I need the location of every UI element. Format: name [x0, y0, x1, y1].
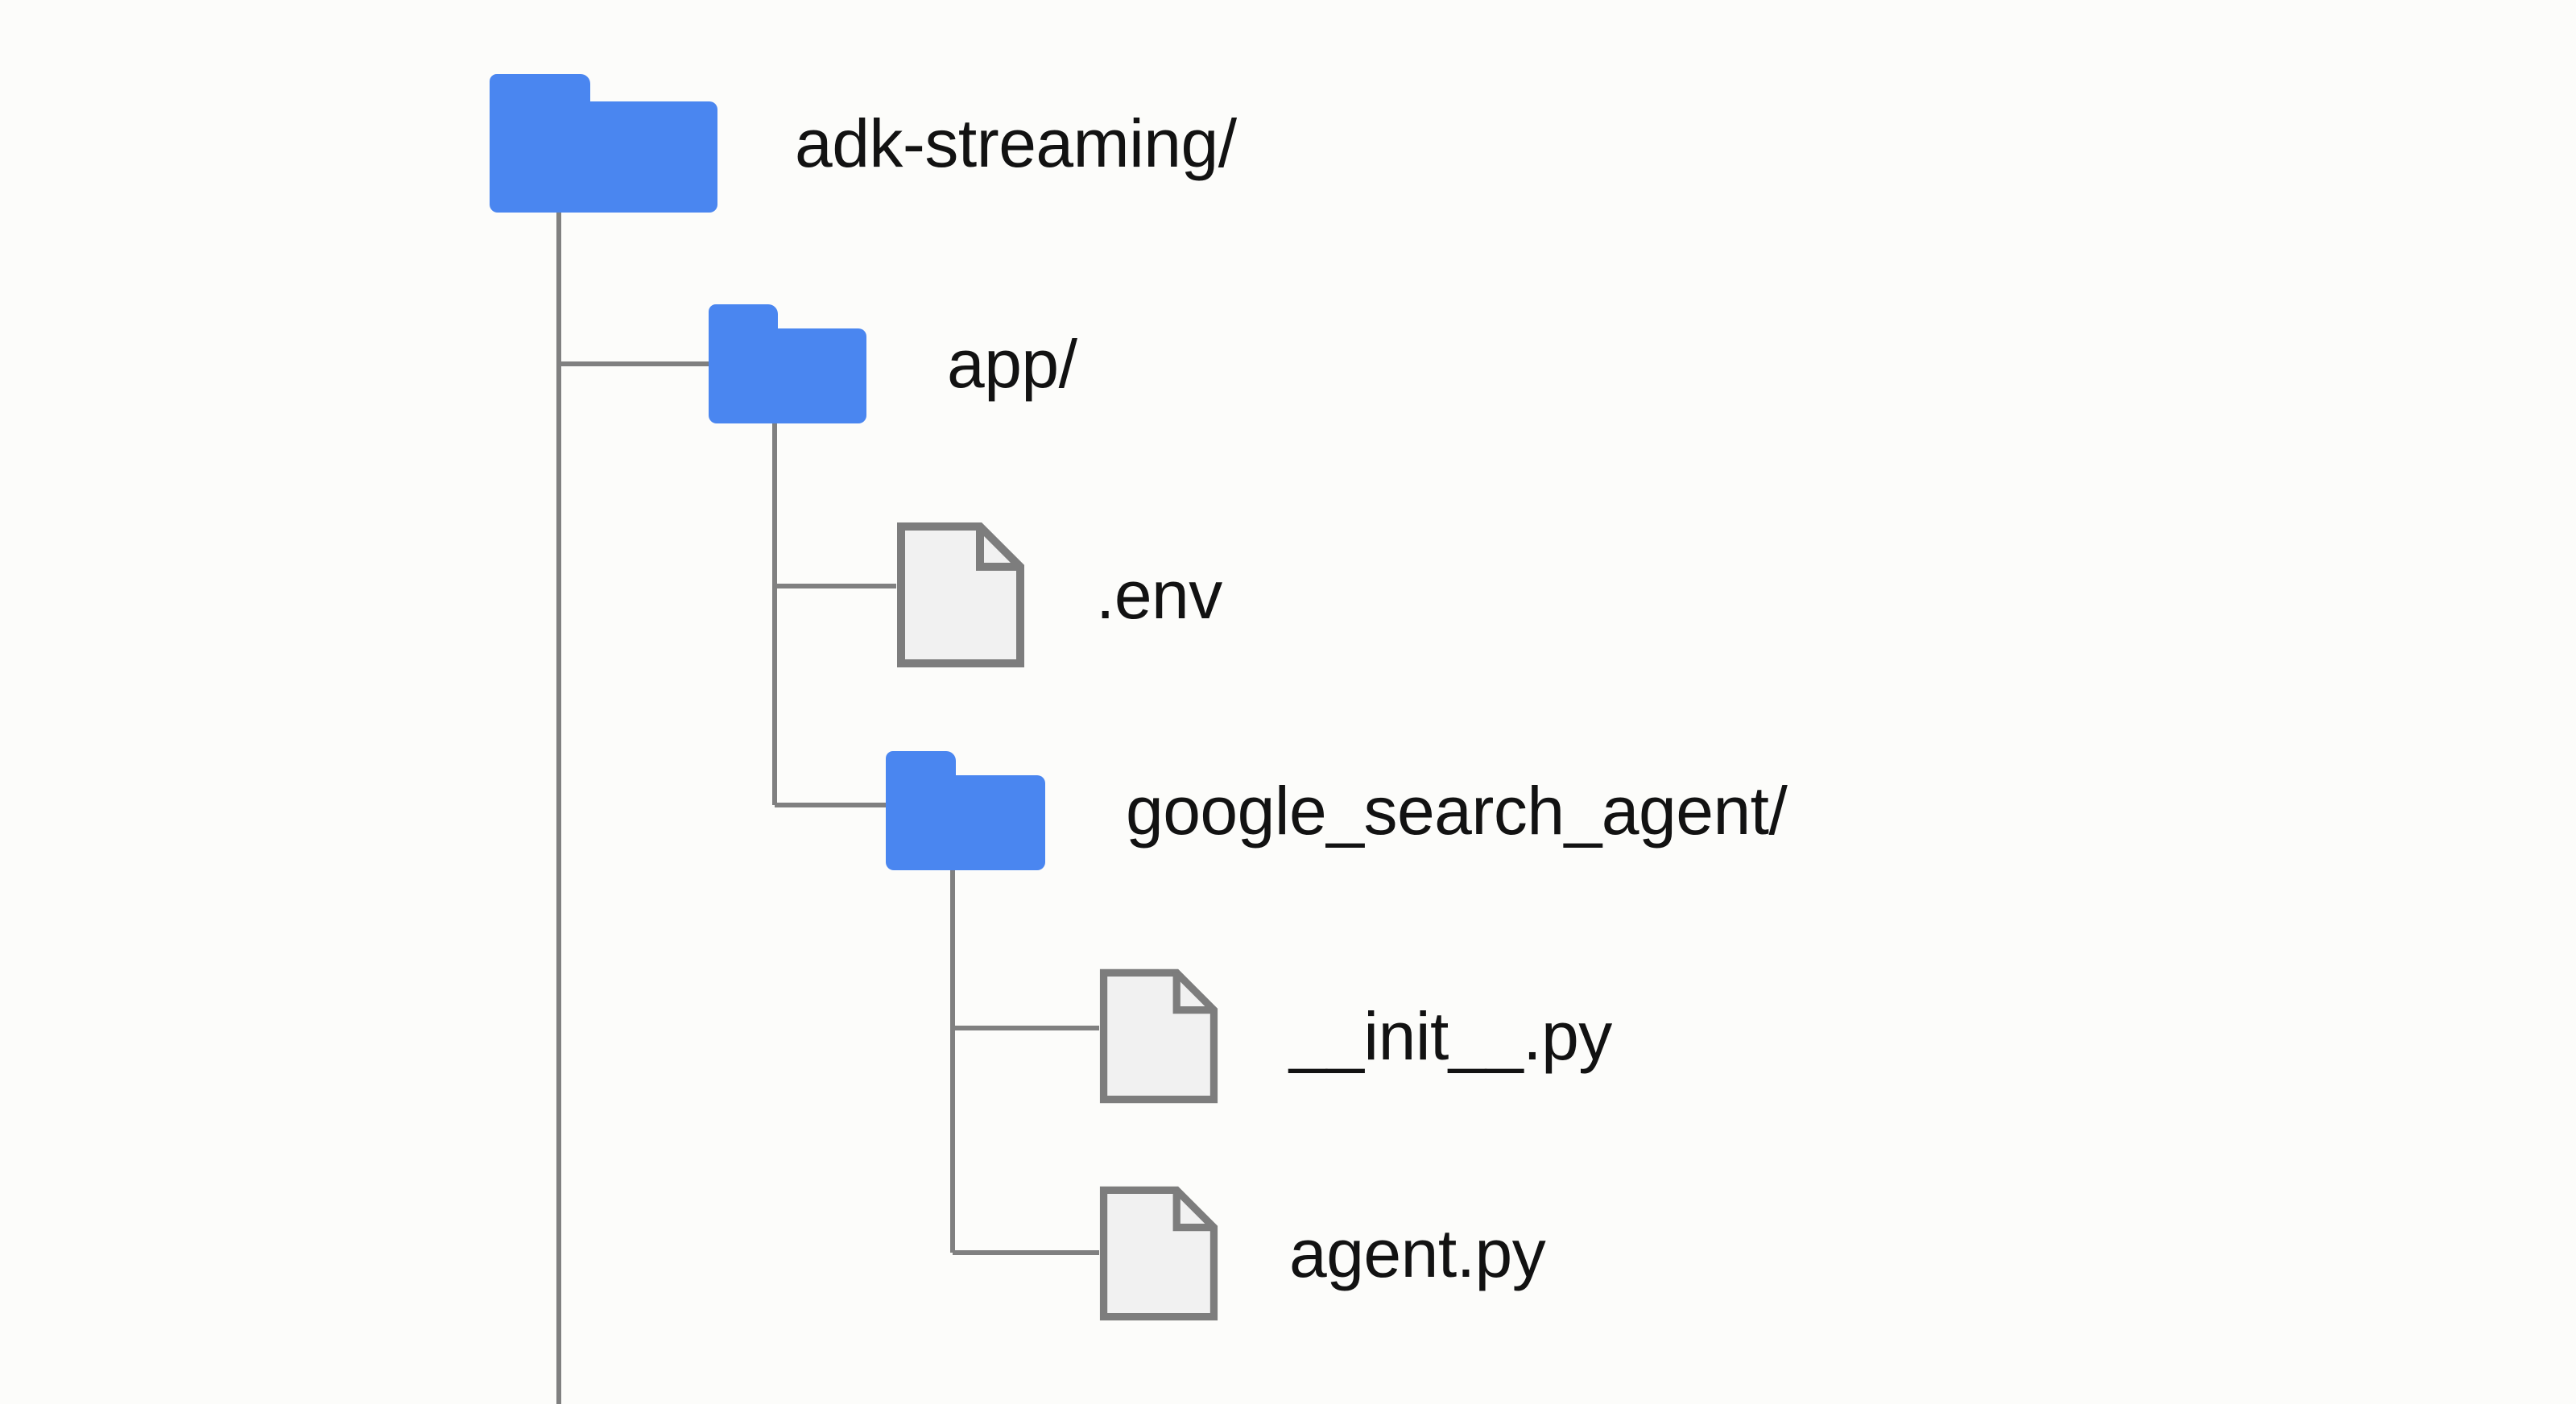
tree-node-agent-py[interactable]: agent.py: [1099, 1182, 1546, 1325]
tree-node-label-app: app/: [947, 326, 1077, 402]
file-icon: [1099, 964, 1218, 1108]
folder-icon: [709, 304, 866, 423]
tree-node-google-search-agent[interactable]: google_search_agent/: [886, 751, 1788, 870]
tree-node-label-init-py: __init__.py: [1289, 998, 1612, 1074]
file-icon: [1099, 1182, 1218, 1325]
tree-node-init-py[interactable]: __init__.py: [1099, 964, 1612, 1108]
folder-icon: [886, 751, 1045, 870]
file-icon: [896, 522, 1025, 668]
tree-node-env[interactable]: .env: [896, 522, 1222, 668]
tree-node-app[interactable]: app/: [709, 304, 1077, 423]
tree-node-label-google-search-agent: google_search_agent/: [1126, 773, 1788, 849]
tree-node-label-root: adk-streaming/: [795, 105, 1237, 181]
tree-node-label-env: .env: [1096, 557, 1222, 633]
folder-icon: [490, 74, 717, 213]
tree-node-root[interactable]: adk-streaming/: [490, 74, 1237, 213]
tree-node-label-agent-py: agent.py: [1289, 1216, 1546, 1291]
